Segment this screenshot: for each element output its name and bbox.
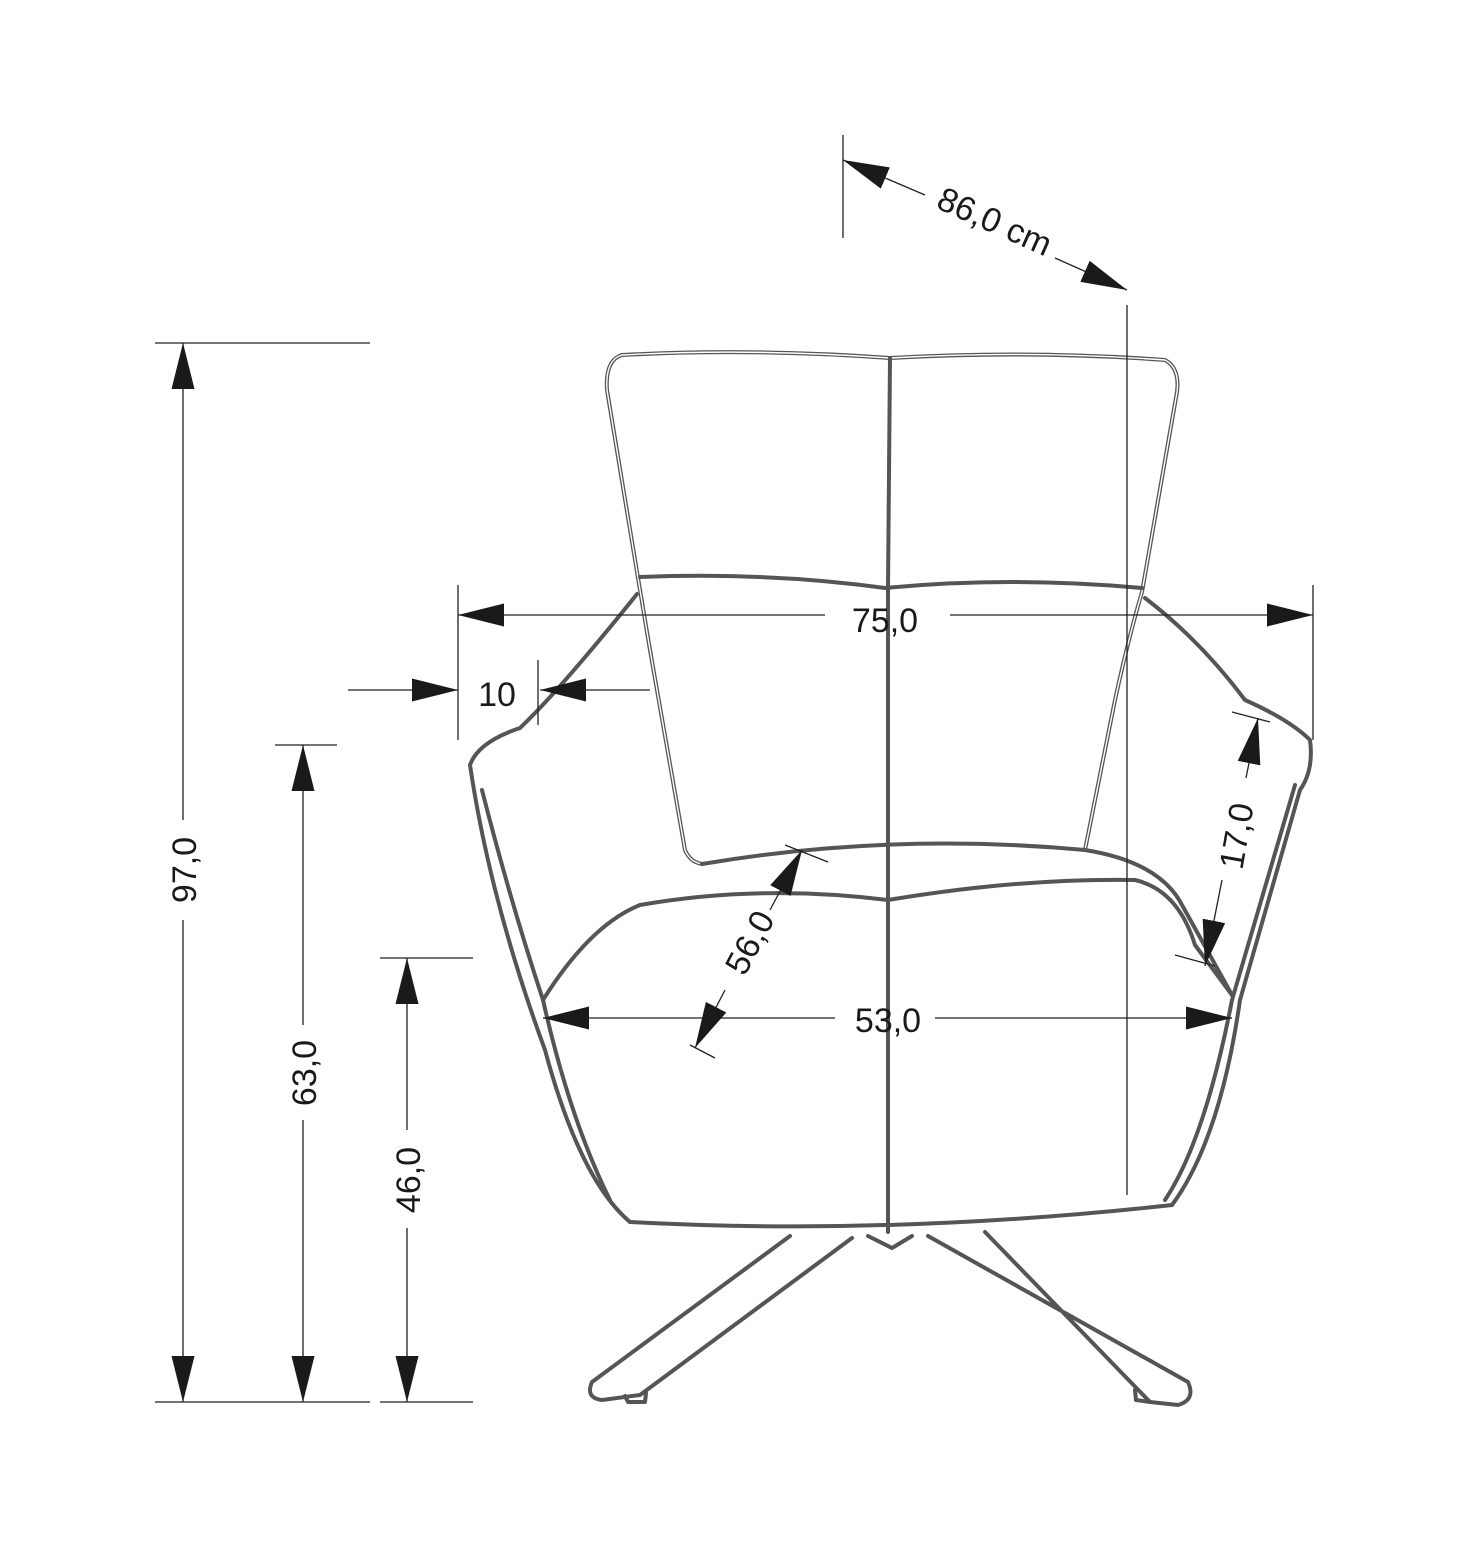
dimension-seat-depth: 56,0 <box>689 844 829 1059</box>
seat-height-label: 46,0 <box>390 1147 428 1213</box>
legs <box>588 1230 1193 1407</box>
total-height-label: 97,0 <box>166 837 204 903</box>
seat-depth-label: 56,0 <box>718 905 783 981</box>
dimension-arm-width: 10 <box>348 660 650 725</box>
arm-width-label: 10 <box>478 676 516 714</box>
depth-label: 86,0 cm <box>931 180 1057 264</box>
armrest-height-label: 63,0 <box>286 1040 324 1106</box>
dimension-armrest-height: 63,0 <box>275 744 337 1402</box>
armrest-above-seat-label: 17,0 <box>1213 800 1262 872</box>
dimension-width: 75,0 <box>457 585 1314 740</box>
width-label: 75,0 <box>852 602 918 640</box>
dimension-total-height: 97,0 <box>155 342 370 1403</box>
backrest <box>604 350 1180 1234</box>
seat-width-label: 53,0 <box>855 1002 921 1040</box>
dimension-seat-width: 53,0 <box>543 1002 1232 1040</box>
chair-outline <box>468 350 1313 1407</box>
dimension-seat-height: 46,0 <box>380 957 473 1403</box>
